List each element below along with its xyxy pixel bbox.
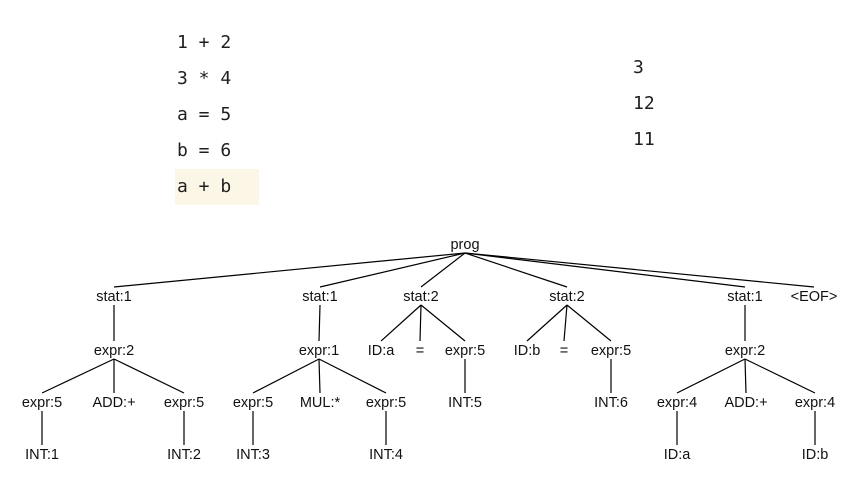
tree-edge bbox=[566, 304, 612, 342]
tree-node-s2: stat:1 bbox=[302, 289, 337, 305]
tree-node-e3: expr:5 bbox=[445, 343, 485, 359]
tree-edge bbox=[420, 304, 466, 342]
tree-node-e5a: expr:4 bbox=[657, 395, 697, 411]
tree-node-add2: ADD:+ bbox=[724, 395, 767, 411]
tree-node-e4: expr:5 bbox=[591, 343, 631, 359]
tree-node-int6: INT:6 bbox=[594, 395, 628, 411]
tree-edge bbox=[318, 358, 321, 394]
tree-node-e2a: expr:5 bbox=[233, 395, 273, 411]
tree-edge bbox=[319, 252, 466, 288]
tree-edge bbox=[526, 304, 568, 342]
output-line: 11 bbox=[633, 129, 655, 150]
tree-edge bbox=[318, 358, 387, 394]
tree-node-int4: INT:4 bbox=[369, 447, 403, 463]
tree-node-ida2: ID:a bbox=[664, 447, 692, 463]
tree-node-int2: INT:2 bbox=[167, 447, 201, 463]
tree-edge bbox=[419, 304, 422, 342]
tree-node-mul: MUL:* bbox=[300, 395, 341, 411]
tree-node-int1: INT:1 bbox=[25, 447, 59, 463]
tree-edge bbox=[744, 358, 816, 394]
tree-edge bbox=[113, 358, 185, 394]
code-line[interactable]: 3 * 4 bbox=[177, 68, 232, 89]
tree-node-s5: stat:1 bbox=[727, 289, 762, 305]
tree-edge bbox=[318, 304, 321, 342]
tree-edge bbox=[676, 358, 746, 394]
tree-node-idb2: ID:b bbox=[802, 447, 829, 463]
code-line[interactable]: 1 + 2 bbox=[177, 32, 232, 53]
tree-node-e2: expr:1 bbox=[299, 343, 339, 359]
tree-node-s1: stat:1 bbox=[96, 289, 131, 305]
tree-edge bbox=[563, 304, 568, 342]
tree-node-int5: INT:5 bbox=[448, 395, 482, 411]
tree-edge bbox=[252, 358, 320, 394]
output-line: 3 bbox=[633, 57, 644, 78]
tree-node-eof: <EOF> bbox=[791, 289, 838, 305]
tree-node-e5: expr:2 bbox=[725, 343, 765, 359]
tree-node-e1: expr:2 bbox=[94, 343, 134, 359]
code-line[interactable]: a = 5 bbox=[177, 104, 232, 125]
code-editor[interactable]: 1 + 2 3 * 4 a = 5 b = 6 a + b bbox=[175, 25, 259, 205]
tree-edge bbox=[464, 252, 746, 288]
tree-node-prog: prog bbox=[450, 237, 479, 253]
tree-edge bbox=[464, 252, 815, 288]
tree-node-s4: stat:2 bbox=[549, 289, 584, 305]
output-line: 12 bbox=[633, 93, 655, 114]
tree-node-e1b: expr:5 bbox=[164, 395, 204, 411]
tree-node-add1: ADD:+ bbox=[92, 395, 135, 411]
output-panel: 3 12 11 bbox=[633, 50, 713, 158]
tree-edge bbox=[41, 358, 115, 394]
tree-node-idb: ID:b bbox=[514, 343, 541, 359]
code-line[interactable]: b = 6 bbox=[177, 140, 232, 161]
tree-node-e2b: expr:5 bbox=[366, 395, 406, 411]
tree-node-e5b: expr:4 bbox=[795, 395, 835, 411]
tree-edge bbox=[380, 304, 422, 342]
tree-node-eq2: = bbox=[560, 343, 568, 359]
tree-node-s3: stat:2 bbox=[403, 289, 438, 305]
tree-edge bbox=[464, 252, 568, 288]
parse-tree-edges bbox=[41, 252, 816, 445]
parse-tree-nodes: prog stat:1 stat:1 stat:2 stat:2 stat:1 <EOF> e… bbox=[22, 237, 838, 463]
code-line-current[interactable]: a + b bbox=[175, 169, 259, 205]
tree-edge bbox=[744, 358, 747, 394]
tree-edge bbox=[113, 252, 466, 288]
tree-node-int3: INT:3 bbox=[236, 447, 270, 463]
tree-node-ida: ID:a bbox=[368, 343, 396, 359]
tree-node-eq1: = bbox=[416, 343, 424, 359]
tree-edge bbox=[420, 252, 466, 288]
tree-node-e1a: expr:5 bbox=[22, 395, 62, 411]
